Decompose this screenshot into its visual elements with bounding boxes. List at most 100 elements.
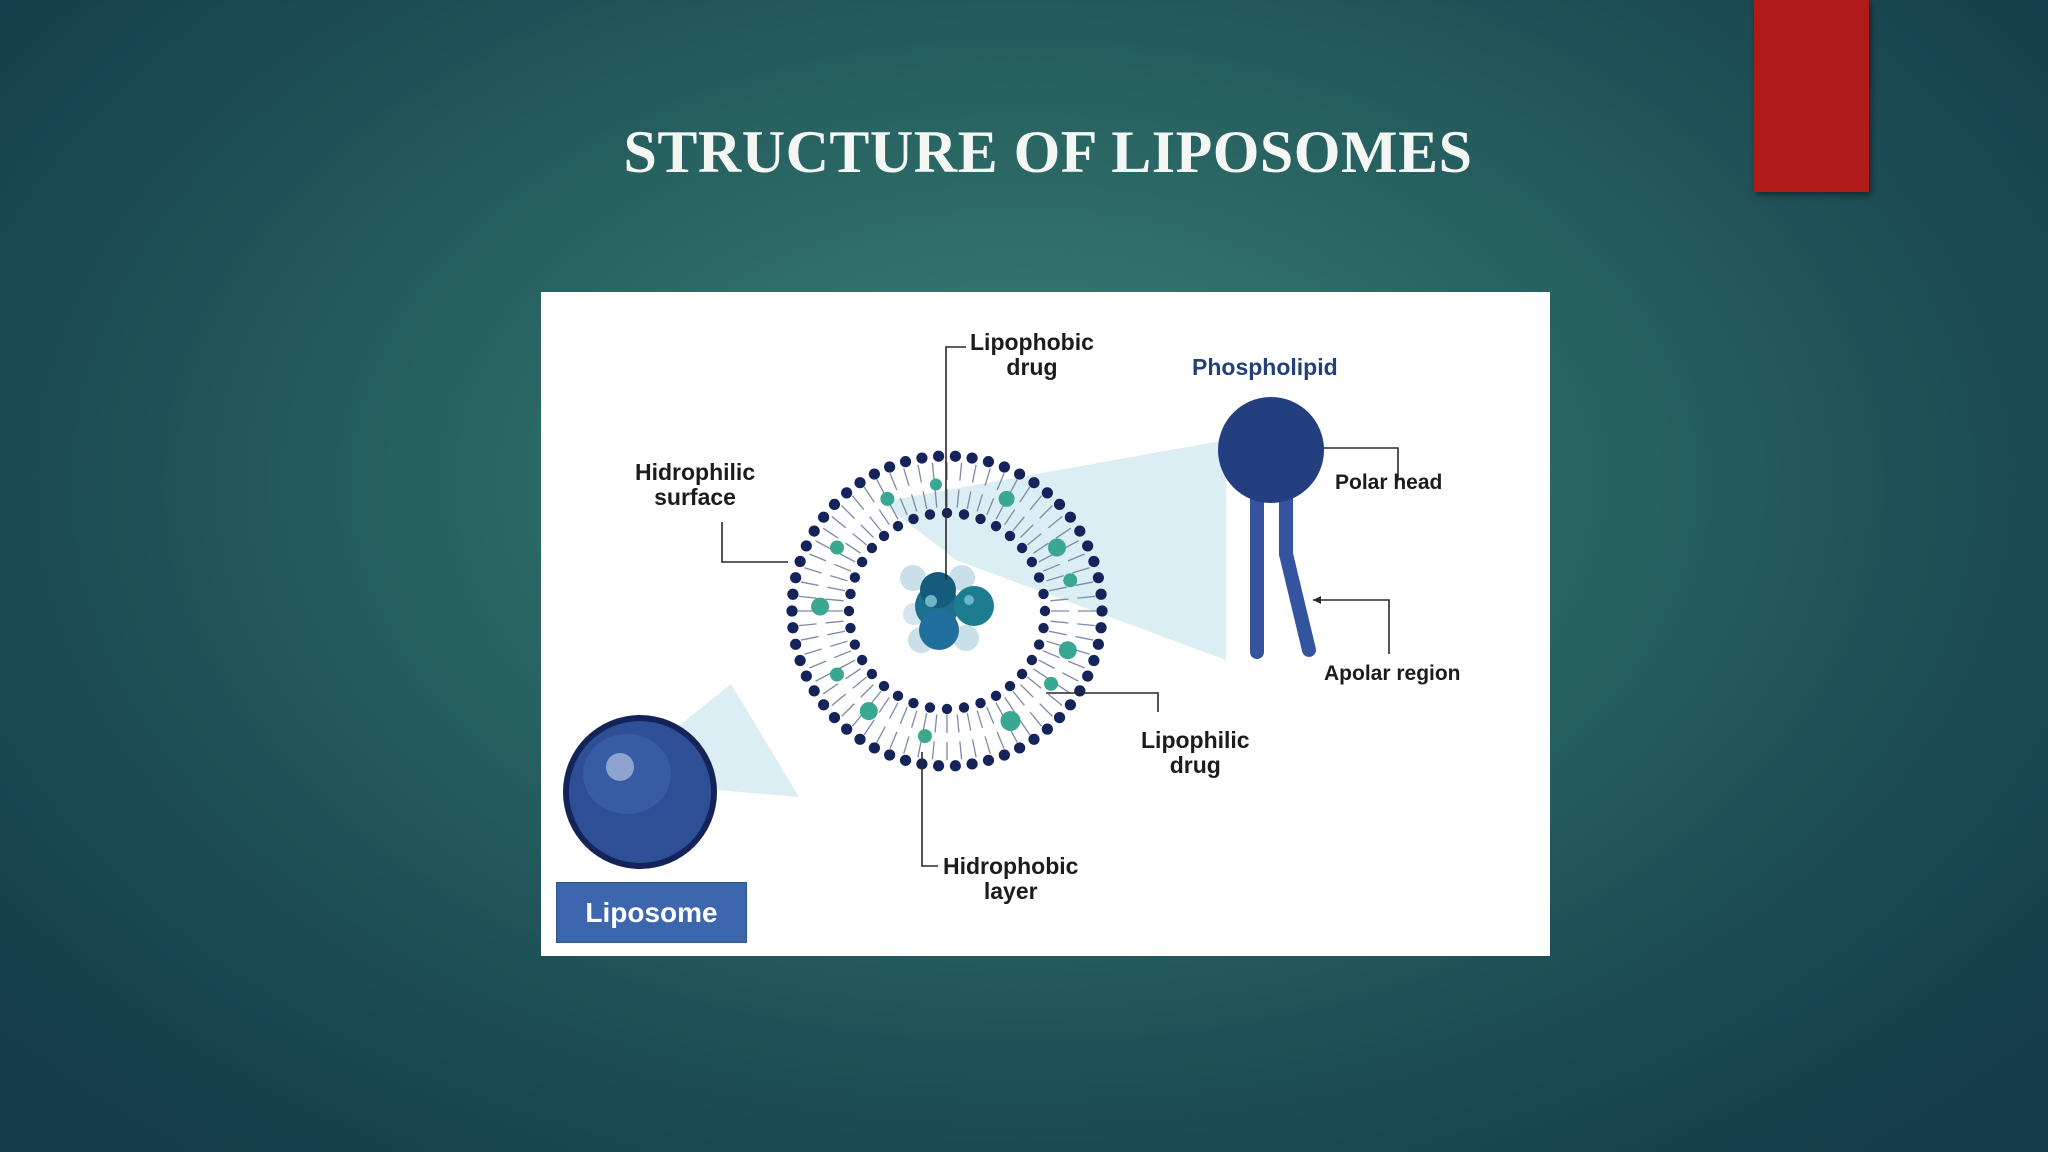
outer-tail [917,464,923,483]
inner-tail [1020,524,1034,538]
inner-tail [888,503,899,520]
outer-head [884,749,896,761]
inner-head [849,639,861,650]
outer-head [982,456,995,468]
inner-head [924,509,936,520]
outer-tail [822,527,839,539]
outer-tail [876,726,886,743]
inner-tail [910,494,918,512]
outer-tail [1029,711,1043,727]
inner-head [866,668,878,680]
outer-head [982,754,995,766]
label-lipophobic-drug: Lipophobic drug [970,329,1094,380]
outer-tail [831,693,847,707]
outer-head [818,511,830,523]
outer-head [828,711,841,724]
outer-head [787,588,799,600]
outer-head [1074,525,1086,537]
outer-head [949,760,961,772]
inner-tail [852,676,868,689]
outer-tail [841,505,855,519]
inner-tail [839,659,856,670]
inner-head [990,690,1002,702]
outer-head [868,468,880,480]
outer-tail [1055,683,1072,695]
inner-tail [860,684,874,698]
outer-tail [903,736,910,754]
inner-tail [869,516,882,532]
inner-tail [1020,684,1034,698]
inner-tail [845,668,861,680]
outer-tail [1077,595,1096,599]
outer-tail [800,635,819,641]
outer-tail [851,495,865,511]
outer-tail [1047,515,1063,529]
inner-head [878,680,890,692]
outer-head [1014,468,1026,480]
outer-tail [1039,703,1053,717]
outer-head [854,477,866,489]
inner-head [908,513,919,525]
outer-tail [1075,581,1094,587]
inner-tail [1048,586,1067,592]
label-hidrophobic-layer: Hidrophobic layer [943,853,1079,904]
inner-tail [1033,542,1049,554]
outer-tail [1077,623,1096,627]
outer-tail [917,739,923,758]
outer-head [1074,685,1086,697]
outer-tail [984,468,991,486]
outer-head [933,450,945,462]
inner-tail [1046,574,1064,582]
inner-head [843,605,855,617]
outer-tail [1075,635,1094,641]
outer-tail [800,581,819,587]
inner-head [1026,556,1038,568]
outer-head [1096,605,1108,617]
outer-tail [931,741,935,760]
lipophilic-drug-particles [811,478,1078,744]
inner-tail [1004,697,1016,713]
outer-head [933,760,945,772]
core-drug-cluster-icon [900,565,994,653]
drug-particle [917,729,932,744]
drug-particle [830,667,845,682]
inner-head [1016,542,1028,554]
inner-tail [878,509,890,525]
outer-head [1088,555,1100,568]
outer-head [916,452,928,464]
outer-head [1028,733,1040,745]
outer-tail [863,719,875,736]
outer-tail [876,479,886,496]
outer-tail [1055,527,1072,539]
bilayer-ring [786,450,1108,772]
inner-head [845,588,856,600]
outer-head [1014,742,1026,754]
outer-tail [1047,693,1063,707]
outer-tail [809,660,827,669]
outer-head [800,540,812,552]
drug-particle [929,478,942,491]
liposome-diagram: Lipophobic drug Hidrophilic surface Phos… [541,292,1550,956]
outer-tail [971,739,977,758]
inner-tail [1042,650,1060,659]
inner-tail [995,503,1006,520]
inner-tail [922,491,928,510]
outer-tail [798,595,817,599]
inner-tail [934,489,938,508]
inner-head [1026,654,1038,666]
inner-tail [934,714,938,733]
inner-tail [825,620,844,624]
inner-head [856,654,868,666]
outer-head [1095,588,1107,600]
outer-tail [1067,660,1085,669]
outer-tail [804,567,822,574]
outer-head [998,461,1010,473]
outer-tail [798,623,817,627]
inner-head [1038,622,1049,634]
inner-head [1039,605,1051,617]
inner-tail [910,710,918,728]
drug-particle [859,702,878,721]
label-lipophilic-drug: Lipophilic drug [1141,727,1250,778]
outer-head [1028,477,1040,489]
